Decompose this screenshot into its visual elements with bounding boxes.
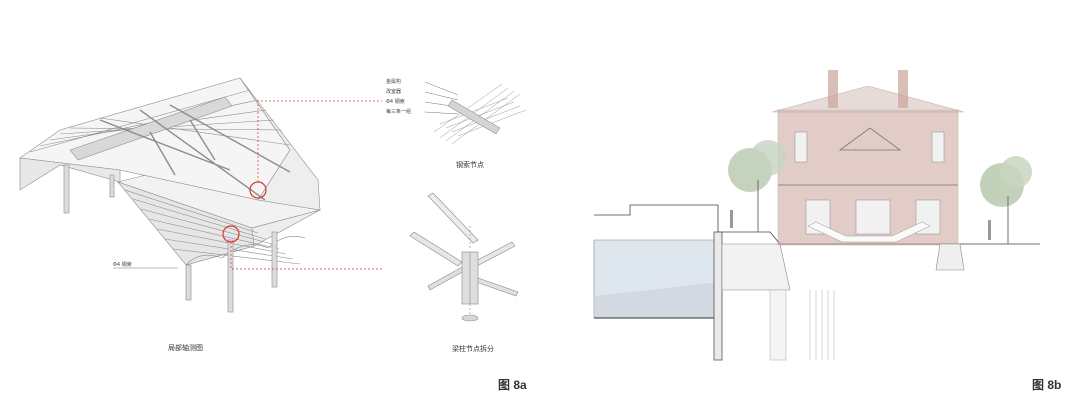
- figure-8a-panel: 金属构 改室器 Φ4 钢索 每三条一组 钢索节点 Φ4 钢索 局部轴测图 梁柱节…: [19, 77, 527, 392]
- left-callout-label: Φ4 钢索: [113, 262, 132, 268]
- section-drawing: [593, 70, 1040, 361]
- figure-label-8a: 图 8a: [498, 378, 527, 392]
- rope-callout-3: Φ4 钢索: [386, 99, 405, 105]
- trees: [728, 140, 1032, 244]
- rope-callout-2: 改室器: [386, 89, 402, 95]
- piles: [809, 290, 835, 360]
- rope-callout-1: 金属构: [386, 79, 402, 85]
- leader-line-upper: [257, 100, 382, 182]
- axonometric-drawing: [19, 77, 527, 322]
- axonometric-caption: 局部轴测图: [168, 344, 203, 352]
- leader-line-lower: [230, 242, 382, 270]
- beam-column-detail: [409, 192, 519, 322]
- rope-node-caption: 钢索节点: [456, 161, 484, 169]
- brick-house: [771, 70, 965, 246]
- beam-column-caption: 梁柱节点拆分: [452, 345, 494, 353]
- figure-8b-panel: 图 8b: [540, 0, 1080, 404]
- canopy: [807, 221, 931, 243]
- rope-node-detail: [424, 81, 527, 145]
- roof-structure: [19, 77, 322, 313]
- rope-callout-4: 每三条一组: [386, 109, 412, 115]
- figure-label-8b: 图 8b: [1032, 378, 1062, 392]
